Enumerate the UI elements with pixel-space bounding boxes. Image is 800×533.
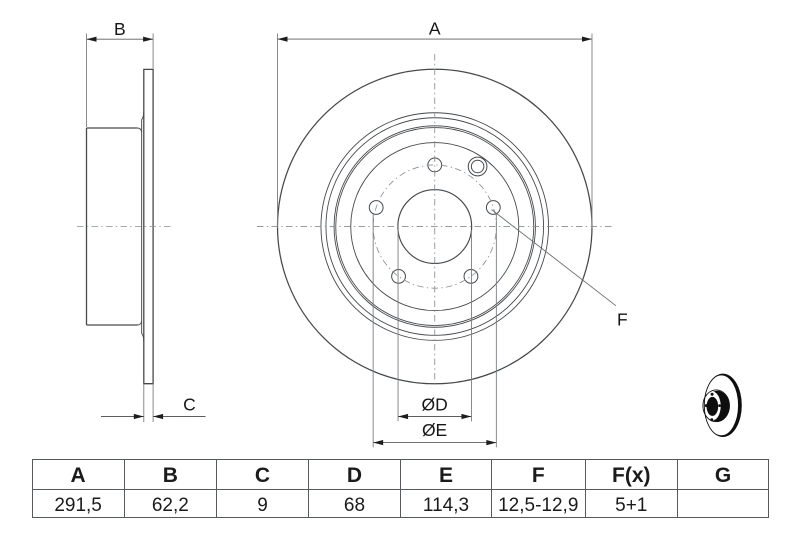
svg-text:ØD: ØD (421, 395, 447, 415)
svg-text:F(x): F(x) (612, 464, 651, 487)
svg-text:12,5-12,9: 12,5-12,9 (498, 495, 578, 516)
svg-text:F: F (532, 464, 545, 487)
svg-text:B: B (163, 464, 178, 487)
svg-text:A: A (429, 19, 441, 39)
svg-text:F: F (617, 309, 628, 329)
svg-text:E: E (439, 464, 453, 487)
svg-text:291,5: 291,5 (54, 495, 102, 516)
svg-text:ØE: ØE (422, 420, 447, 440)
svg-text:62,2: 62,2 (152, 495, 189, 516)
svg-text:C: C (183, 395, 196, 415)
svg-text:B: B (114, 19, 126, 39)
svg-text:D: D (347, 464, 362, 487)
svg-text:C: C (255, 464, 270, 487)
svg-text:114,3: 114,3 (423, 495, 469, 516)
svg-text:G: G (715, 464, 731, 487)
svg-text:68: 68 (344, 495, 365, 516)
svg-text:A: A (71, 464, 86, 487)
svg-text:5+1: 5+1 (615, 495, 647, 516)
svg-text:9: 9 (257, 495, 268, 516)
